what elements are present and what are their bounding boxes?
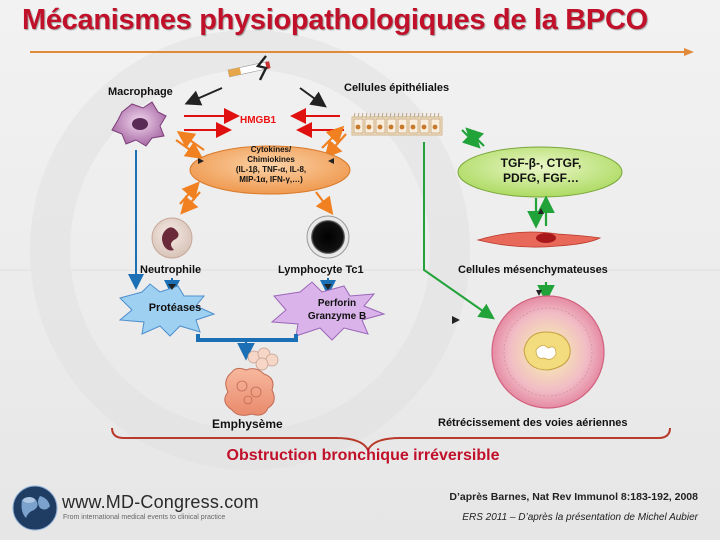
perforin-line-2: Granzyme B	[307, 311, 367, 322]
proteases-label: Protéases	[148, 302, 202, 314]
page-title: Mécanismes physiopathologiques de la BPC…	[22, 4, 648, 36]
cytokines-label: Cytokines/ Chimiokines (IL-1β, TNF-α, IL…	[192, 145, 350, 193]
macrophage-label: Macrophage	[108, 86, 173, 98]
obstruction-label: Obstruction bronchique irréversible	[226, 447, 500, 464]
mesenchymal-cells-label: Cellules mésenchymateuses	[458, 264, 608, 276]
logo-text[interactable]: www.MD-Congress.com	[62, 492, 259, 512]
cytokines-line-2: Chimiokines	[247, 155, 295, 164]
perforin-label: Perforin Granzyme B	[282, 297, 392, 323]
cytokines-line-1: Cytokines/	[250, 145, 292, 154]
emphysema-label: Emphysème	[212, 417, 283, 431]
growth-factors-line-2: PDFG, FGF…	[503, 171, 579, 185]
epithelial-cells-label: Cellules épithéliales	[344, 82, 450, 94]
source-note: ERS 2011 – D’après la présentation de Mi…	[462, 512, 698, 523]
growth-factors-label: TGF-β-, CTGF, PDFG, FGF…	[460, 156, 622, 186]
lymphocyte-label: Lymphocyte Tc1	[278, 264, 364, 276]
logo-tagline: From international medical events to cli…	[63, 514, 226, 521]
perforin-line-1: Perforin	[317, 298, 357, 309]
neutrophil-label: Neutrophile	[140, 264, 202, 276]
growth-factors-line-1: TGF-β-, CTGF,	[500, 156, 582, 170]
cytokines-line-3: (IL-1β, TNF-α, IL-8,	[235, 165, 307, 174]
hmgb1-label: HMGB1	[240, 115, 277, 126]
cytokines-line-4: MIP-1α, IFN-γ,…)	[239, 175, 303, 184]
airway-narrowing-label: Rétrécissement des voies aériennes	[438, 417, 628, 429]
reference-citation: D’après Barnes, Nat Rev Immunol 8:183-19…	[449, 491, 698, 503]
